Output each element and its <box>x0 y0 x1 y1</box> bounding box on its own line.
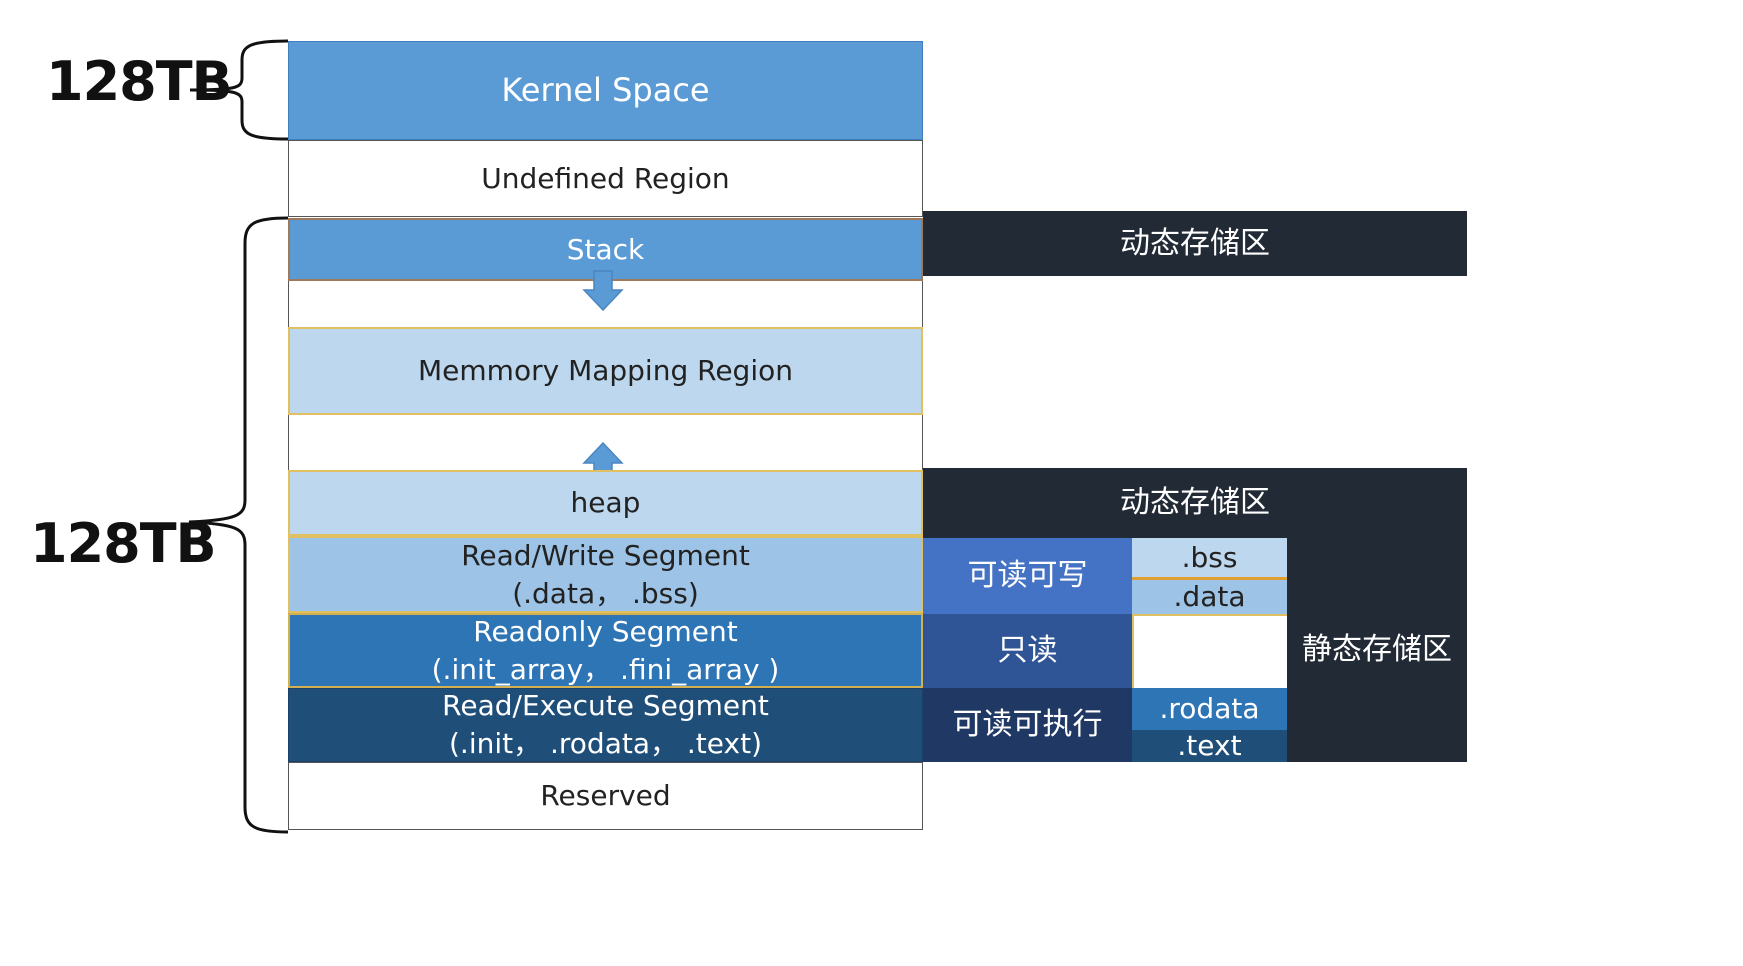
perm-read-execute-label: 可读可执行 <box>952 707 1103 742</box>
undefined-region-label: Undefined Region <box>481 161 730 195</box>
readonly-segment-block: Readonly Segment (.init_array， .fini_arr… <box>288 613 923 688</box>
read-execute-segment-title: Read/Execute Segment <box>442 689 769 723</box>
read-execute-segment-sections: (.init， .rodata， .text) <box>449 727 762 760</box>
empty-readonly-section <box>1132 616 1287 688</box>
static-storage-label: 静态存储区 <box>1302 632 1452 667</box>
memory-mapping-block: Memmory Mapping Region <box>288 327 923 415</box>
heap-block: heap <box>288 470 923 536</box>
stack-label: Stack <box>566 232 645 266</box>
user-size-label: 128TB <box>30 512 217 575</box>
perm-readonly-block: 只读 <box>923 614 1132 688</box>
rodata-section-label: .rodata <box>1159 692 1260 726</box>
data-section-label: .data <box>1173 580 1246 614</box>
kernel-space-label: Kernel Space <box>501 71 710 110</box>
reserved-label: Reserved <box>540 779 671 813</box>
brace-bottom-icon <box>188 216 289 834</box>
bss-section-label: .bss <box>1181 540 1238 574</box>
undefined-region-block: Undefined Region <box>288 140 923 217</box>
text-section-block: .text <box>1132 729 1287 763</box>
read-write-segment-block: Read/Write Segment (.data， .bss) <box>288 536 923 613</box>
heap-label: heap <box>570 486 641 520</box>
perm-read-write-block: 可读可写 <box>923 538 1132 614</box>
dynamic-storage-stack-block: 动态存储区 <box>923 211 1467 276</box>
reserved-block: Reserved <box>288 762 923 830</box>
text-section-label: .text <box>1177 729 1242 763</box>
memory-mapping-label: Memmory Mapping Region <box>418 354 793 388</box>
kernel-size-label: 128TB <box>46 50 233 113</box>
arrow-down-icon <box>582 270 624 312</box>
dynamic-storage-heap-block: 动态存储区 <box>923 468 1467 538</box>
perm-read-execute-block: 可读可执行 <box>923 688 1132 762</box>
static-storage-block: 静态存储区 <box>1287 538 1467 762</box>
brace-top-icon <box>189 39 289 141</box>
readonly-segment-title: Readonly Segment <box>473 614 738 648</box>
readonly-segment-sections: (.init_array， .fini_array ) <box>431 652 780 686</box>
read-write-segment-sections: (.data， .bss) <box>512 576 699 610</box>
dynamic-storage-heap-label: 动态存储区 <box>1120 485 1270 520</box>
perm-read-write-label: 可读可写 <box>967 558 1088 593</box>
kernel-space-block: Kernel Space <box>288 41 923 140</box>
dynamic-storage-stack-label: 动态存储区 <box>1120 225 1270 261</box>
read-execute-segment-block: Read/Execute Segment (.init， .rodata， .t… <box>288 688 923 762</box>
data-section-block: .data <box>1132 580 1287 616</box>
read-write-segment-title: Read/Write Segment <box>461 538 750 572</box>
perm-readonly-label: 只读 <box>997 633 1058 668</box>
bss-section-block: .bss <box>1132 538 1287 580</box>
rodata-section-block: .rodata <box>1132 688 1287 730</box>
